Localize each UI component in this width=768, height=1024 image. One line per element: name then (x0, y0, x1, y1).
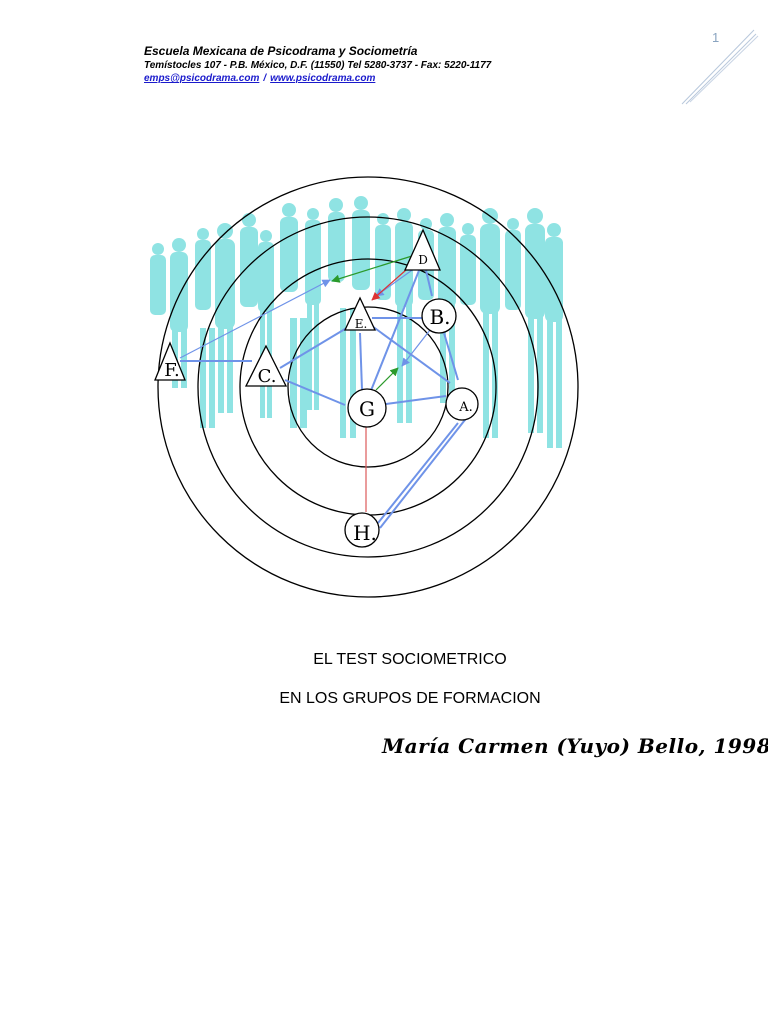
document-title-line-1: EL TEST SOCIOMETRICO (313, 651, 507, 668)
link-e-g (359, 332, 363, 391)
node-c-label: C. (258, 366, 277, 387)
link-b-g (401, 329, 431, 367)
page-number: 1 (712, 30, 720, 45)
link-c-e (279, 322, 356, 369)
node-h-label: H. (353, 521, 377, 545)
link-d-f-green (331, 255, 413, 283)
org-name: Escuela Mexicana de Psicodrama y Sociome… (144, 44, 418, 58)
node-a-label: A. (458, 400, 473, 415)
node-d: D (403, 228, 441, 271)
link-separator: / (263, 73, 267, 84)
ring-2 (239, 258, 497, 516)
link-g-a (385, 395, 447, 405)
link-d-b (424, 265, 433, 297)
node-b: B. (421, 298, 457, 334)
link-g-b-green (375, 367, 399, 391)
document-title-line-2: EN LOS GRUPOS DE FORMACION (279, 690, 541, 707)
inner-ring (287, 306, 449, 468)
corner-decoration (681, 29, 759, 105)
sociogram-diagram: D E. B. F. C. G A. H. (150, 176, 579, 598)
outer-ring (157, 176, 579, 598)
node-f-label: F. (164, 360, 179, 381)
link-b-a (443, 332, 459, 381)
link-c-g (284, 379, 346, 406)
letterhead: Escuela Mexicana de Psicodrama y Sociome… (144, 44, 664, 85)
org-address: Temístocles 107 - P.B. México, D.F. (115… (144, 60, 492, 71)
node-e-label: E. (355, 317, 368, 331)
node-e: E. (343, 296, 377, 331)
link-d-e-red (371, 269, 407, 301)
website-link[interactable]: www.psicodrama.com (270, 73, 376, 84)
link-f-d (179, 279, 331, 359)
link-h-a-2 (379, 415, 469, 529)
author-signature: María Carmen (Yuyo) Bello, 1998 (382, 734, 768, 758)
contact-links: emps@psicodrama.com/www.psicodrama.com (144, 72, 664, 85)
node-g-label: G (359, 397, 375, 421)
node-d-label: D (418, 253, 428, 267)
node-g: G (347, 388, 387, 428)
node-a: A. (445, 387, 479, 421)
ring-3 (197, 216, 539, 558)
link-h-a (377, 422, 459, 524)
node-h: H. (344, 512, 380, 548)
email-link[interactable]: emps@psicodrama.com (144, 73, 260, 84)
connection-lines (179, 255, 469, 529)
link-d-g (369, 262, 423, 394)
node-b-label: B. (429, 305, 450, 329)
concentric-circles (157, 176, 579, 598)
node-c: C. (244, 344, 288, 387)
node-f: F. (154, 341, 186, 381)
